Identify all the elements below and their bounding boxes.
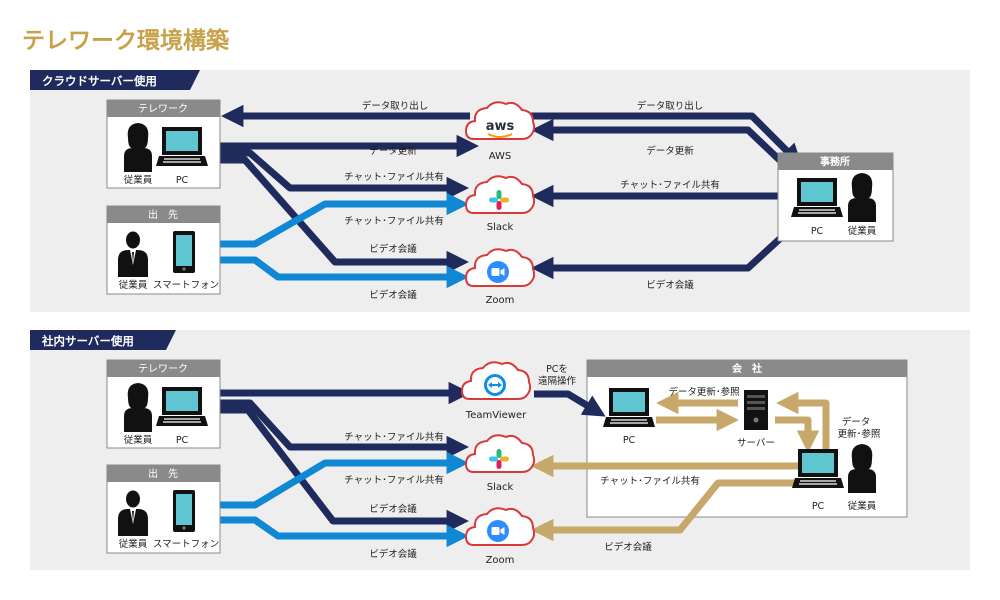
arrow-pc-right-to-server — [776, 391, 830, 452]
label-chat-right: チャット･ファイル共有 — [620, 179, 720, 191]
outing-title: 出 先 — [148, 208, 178, 221]
outing-box: 出 先 従業員 スマートフォン — [106, 205, 221, 295]
company-pc-label: PC — [623, 435, 636, 446]
office-title: 事務所 — [820, 155, 850, 168]
office-box: 事務所 PC 従業員 — [777, 152, 894, 242]
label-video-pc: ビデオ会議 — [369, 243, 417, 255]
server-label: サーバー — [737, 438, 775, 449]
arrow-server-to-pc-right — [775, 416, 820, 453]
employee-label: 従業員 — [119, 538, 148, 550]
section-inhouse-server: 社内サーバー使用 会 社 テレワーク — [30, 330, 970, 570]
label-data-update-left: データ更新 — [369, 145, 417, 157]
telework-title: テレワーク — [138, 103, 188, 115]
laptop-icon — [155, 126, 209, 167]
label-side-line2: 更新･参照 — [838, 428, 881, 440]
arrow-phone-video — [202, 516, 469, 548]
connectors — [202, 381, 830, 548]
company-title: 会 社 — [732, 362, 762, 375]
label-data-update-right: データ更新 — [646, 145, 694, 157]
aws-logo: aws — [486, 119, 515, 134]
employee-label: 従業員 — [119, 279, 148, 291]
smartphone-label: スマートフォン — [153, 280, 219, 291]
label-video-right: ビデオ会議 — [646, 279, 694, 291]
arrow-pc-chat — [205, 399, 469, 459]
slack-label: Slack — [487, 482, 514, 493]
label-remote-line1: PCを — [546, 364, 568, 375]
smartphone-icon — [173, 490, 195, 532]
teamviewer-label: TeamViewer — [465, 410, 527, 421]
label-video-phone: ビデオ会議 — [369, 548, 417, 560]
arrow-pc-chat — [205, 149, 469, 200]
section-header-tab — [30, 70, 200, 90]
smartphone-icon — [173, 231, 195, 273]
arrow-phone-chat — [202, 451, 469, 509]
label-remote-line2: 遠隔操作 — [538, 375, 577, 387]
pc-label: PC — [176, 175, 189, 186]
company-laptop-icon-right — [791, 448, 845, 489]
outing-box: 出 先 従業員 スマートフォン — [106, 464, 221, 554]
arrow-phone-video — [202, 256, 469, 289]
arrow-pc-video — [205, 156, 469, 274]
label-chat-phone: チャット･ファイル共有 — [344, 215, 444, 227]
slack-node: Slack — [465, 175, 536, 233]
teamviewer-icon — [484, 374, 506, 396]
telework-title: テレワーク — [138, 363, 188, 375]
outing-title: 出 先 — [148, 467, 178, 480]
zoom-icon — [487, 520, 509, 542]
label-chat-pc: チャット･ファイル共有 — [344, 431, 444, 443]
connector-labels: PCを 遠隔操作 チャット･ファイル共有 チャット･ファイル共有 ビデオ会議 ビ… — [344, 364, 881, 560]
employee-label: 従業員 — [124, 174, 153, 186]
company-employee-label: 従業員 — [848, 500, 877, 512]
telework-box: テレワーク 従業員 PC — [106, 359, 221, 449]
teamviewer-node: TeamViewer — [461, 361, 532, 421]
label-video-right: ビデオ会議 — [604, 541, 652, 553]
aws-label: AWS — [489, 151, 512, 162]
section-header-tab — [30, 330, 176, 350]
label-side-line1: データ — [842, 416, 871, 428]
arrow-aws-data-out-right — [530, 112, 803, 167]
label-data-out-left: データ取り出し — [362, 100, 429, 112]
telework-box: テレワーク 従業員 PC — [106, 99, 221, 189]
company-laptop-icon — [602, 387, 656, 428]
slack-label: Slack — [487, 222, 514, 233]
zoom-node: Zoom — [465, 507, 536, 566]
zoom-node: Zoom — [465, 248, 536, 306]
label-chat-pc: チャット･ファイル共有 — [344, 171, 444, 183]
employee-label: 従業員 — [848, 225, 877, 237]
slack-node: Slack — [465, 434, 536, 493]
zoom-label: Zoom — [486, 295, 515, 306]
employee-label: 従業員 — [124, 434, 153, 446]
section-header-label: クラウドサーバー使用 — [42, 74, 157, 88]
zoom-label: Zoom — [486, 555, 515, 566]
label-video-phone: ビデオ会議 — [369, 289, 417, 301]
aws-node: aws AWS — [465, 101, 536, 162]
laptop-icon — [155, 386, 209, 427]
section-cloud-server: クラウドサーバー使用 テレワーク 従業員 PC — [30, 70, 970, 312]
pc-label: PC — [176, 435, 189, 446]
arrow-pc-video — [205, 406, 469, 533]
pc-label: PC — [811, 226, 824, 237]
arrow-phone-chat — [202, 192, 469, 248]
aws-smile-icon — [487, 133, 513, 138]
arrow-office-data-update — [531, 118, 793, 173]
label-chat-right: チャット･ファイル共有 — [600, 475, 700, 487]
arrow-company-video — [531, 479, 798, 542]
arrow-teamviewer-company-pc — [534, 390, 606, 417]
label-server-update: データ更新･参照 — [668, 386, 740, 398]
label-data-out-right: データ取り出し — [637, 100, 704, 112]
label-video-pc: ビデオ会議 — [369, 503, 417, 515]
server-icon — [744, 390, 768, 430]
zoom-icon — [487, 261, 509, 283]
page-title: テレワーク環境構築 — [22, 27, 230, 54]
company-contents: PC サーバー PC 従業員 — [602, 387, 877, 512]
section-header-label: 社内サーバー使用 — [41, 334, 134, 348]
smartphone-label: スマートフォン — [153, 539, 219, 550]
laptop-icon — [790, 177, 844, 218]
connector-labels: データ取り出し データ更新 チャット･ファイル共有 チャット･ファイル共有 ビデ… — [344, 100, 720, 301]
label-chat-phone: チャット･ファイル共有 — [344, 474, 444, 486]
company-pc-right-label: PC — [812, 501, 825, 512]
